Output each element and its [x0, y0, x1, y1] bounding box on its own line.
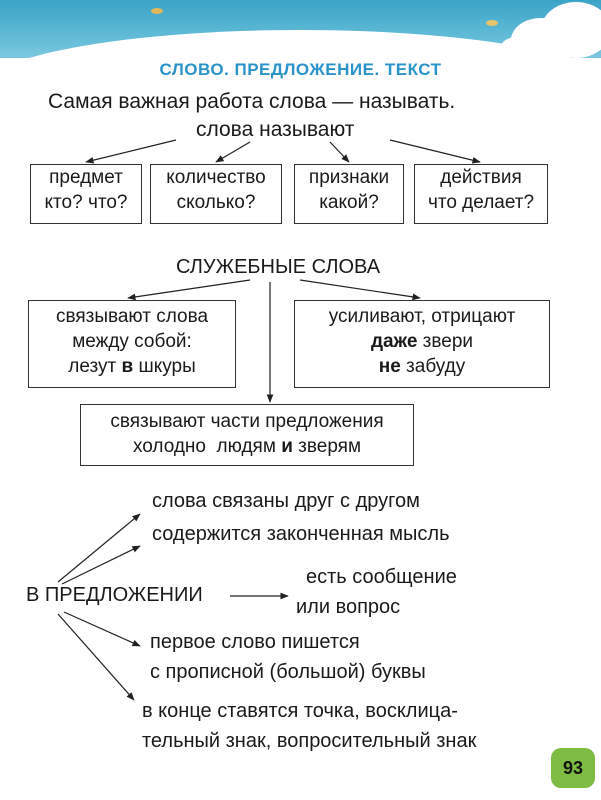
page-heading: СЛОВО. ПРЕДЛОЖЕНИЕ. ТЕКСТ — [159, 60, 442, 79]
arrow-line — [57, 613, 135, 701]
page-number-badge: 93 — [551, 748, 595, 788]
box-line: между собой: — [72, 331, 192, 352]
arrow-line — [299, 279, 421, 301]
bold-word: в — [121, 356, 134, 377]
service-box-clauses: связывают части предложения холодно людя… — [80, 404, 414, 466]
leaf-icon — [486, 20, 498, 26]
cloud-icon — [499, 2, 601, 58]
sentence-item-thought: содержится законченная мысль — [152, 523, 450, 545]
service-box-intensify: усиливают, отрицают даже звери не забуду — [294, 300, 550, 388]
naming-box-attributes: признаки какой? — [294, 164, 404, 224]
naming-box-object: предмет кто? что? — [30, 164, 142, 224]
sentence-label: В ПРЕДЛОЖЕНИИ — [26, 584, 203, 606]
arrow-line — [85, 139, 177, 164]
box-line: какой? — [319, 192, 379, 213]
box-line: предмет — [49, 167, 123, 188]
box-line: кто? что? — [44, 192, 128, 213]
naming-title: слова называют — [196, 118, 355, 141]
sentence-item-message-1: есть сообщение — [306, 566, 457, 588]
text-span: звери — [417, 331, 474, 352]
service-words-title: СЛУЖЕБНЫЕ СЛОВА — [176, 256, 381, 278]
bold-word: и — [281, 436, 293, 457]
bold-word: даже — [370, 331, 418, 352]
header-sky-banner — [0, 0, 601, 58]
box-line: признаки — [308, 167, 390, 188]
box-line: сколько? — [176, 192, 256, 213]
text-span: зверям — [292, 436, 362, 457]
sentence-item-capital-2: с прописной (большой) буквы — [150, 661, 426, 683]
box-line: связывают слова — [55, 306, 209, 327]
arrow-line — [329, 141, 350, 163]
text-span: шкуры — [133, 356, 196, 377]
intro-sentence: Самая важная работа слова — называть. — [48, 90, 456, 113]
box-line: лезут в шкуры — [29, 354, 235, 379]
naming-box-quantity: количество сколько? — [150, 164, 282, 224]
box-line: не забуду — [295, 354, 549, 379]
naming-box-actions: действия что делает? — [414, 164, 548, 224]
box-line: связывают части предложения — [110, 411, 384, 432]
box-line: холодно людям и зверям — [81, 434, 413, 459]
arrow-line — [61, 545, 141, 585]
leaf-icon — [151, 8, 163, 14]
sentence-item-message-2: или вопрос — [296, 596, 401, 618]
sentence-item-punctuation-2: тельный знак, вопросительный знак — [142, 730, 477, 752]
box-line: действия — [440, 167, 522, 188]
arrow-line — [63, 611, 141, 647]
text-span: забуду — [400, 356, 466, 377]
box-line: даже звери — [295, 329, 549, 354]
text-span: холодно людям — [132, 436, 282, 457]
service-box-connect: связывают слова между собой: лезут в шку… — [28, 300, 236, 388]
arrow-line — [57, 513, 141, 583]
box-line: количество — [166, 167, 266, 188]
sentence-item-punctuation-1: в конце ставятся точка, восклица- — [142, 700, 458, 722]
arrow-line — [215, 141, 251, 163]
arrow-line — [389, 139, 481, 164]
sentence-item-connected: слова связаны друг с другом — [152, 490, 420, 512]
box-line: усиливают, отрицают — [328, 306, 516, 327]
bold-word: не — [378, 356, 401, 377]
text-span: лезут — [68, 356, 122, 377]
arrow-line — [127, 279, 251, 301]
sentence-item-capital-1: первое слово пишется — [150, 631, 360, 653]
box-line: что делает? — [427, 192, 535, 213]
